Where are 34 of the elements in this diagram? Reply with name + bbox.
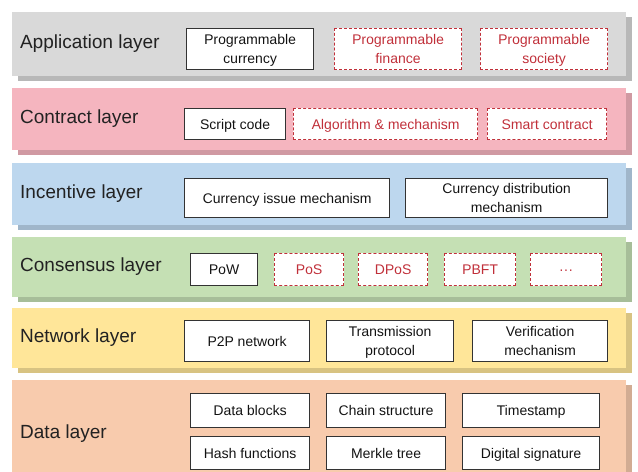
dashed-box: Programmable society <box>480 28 608 70</box>
component-box: Currency distribution mechanism <box>405 178 608 218</box>
layer-heading: Application layer <box>20 32 160 54</box>
dashed-box: PBFT <box>444 253 516 286</box>
component-box: Verification mechanism <box>472 320 608 362</box>
layer-band <box>12 12 626 76</box>
component-box: Merkle tree <box>326 436 446 470</box>
layer-heading: Network layer <box>20 326 136 348</box>
layer-heading: Contract layer <box>20 107 138 129</box>
component-box: Programmable currency <box>186 28 314 70</box>
component-box: Hash functions <box>190 436 310 470</box>
layer-heading: Data layer <box>20 422 107 444</box>
layer-band <box>12 308 626 368</box>
layer-heading: Incentive layer <box>20 182 143 204</box>
component-box: Data blocks <box>190 393 310 428</box>
component-box: PoW <box>190 253 258 286</box>
layer-heading: Consensus layer <box>20 255 162 277</box>
layer-band <box>12 163 626 225</box>
component-box: Digital signature <box>462 436 600 470</box>
component-box: Chain structure <box>326 393 446 428</box>
dashed-box: Programmable finance <box>334 28 462 70</box>
layer-band <box>12 88 626 150</box>
component-box: Script code <box>184 108 286 140</box>
layer-band <box>12 380 626 472</box>
dashed-box: DPoS <box>358 253 428 286</box>
component-box: Currency issue mechanism <box>184 178 390 218</box>
component-box: P2P network <box>184 320 310 362</box>
dashed-box: ··· <box>530 253 602 286</box>
layer-band <box>12 237 626 297</box>
dashed-box: Algorithm & mechanism <box>293 108 478 140</box>
component-box: Timestamp <box>462 393 600 428</box>
dashed-box: PoS <box>274 253 344 286</box>
dashed-box: Smart contract <box>487 108 607 140</box>
component-box: Transmission protocol <box>326 320 454 362</box>
